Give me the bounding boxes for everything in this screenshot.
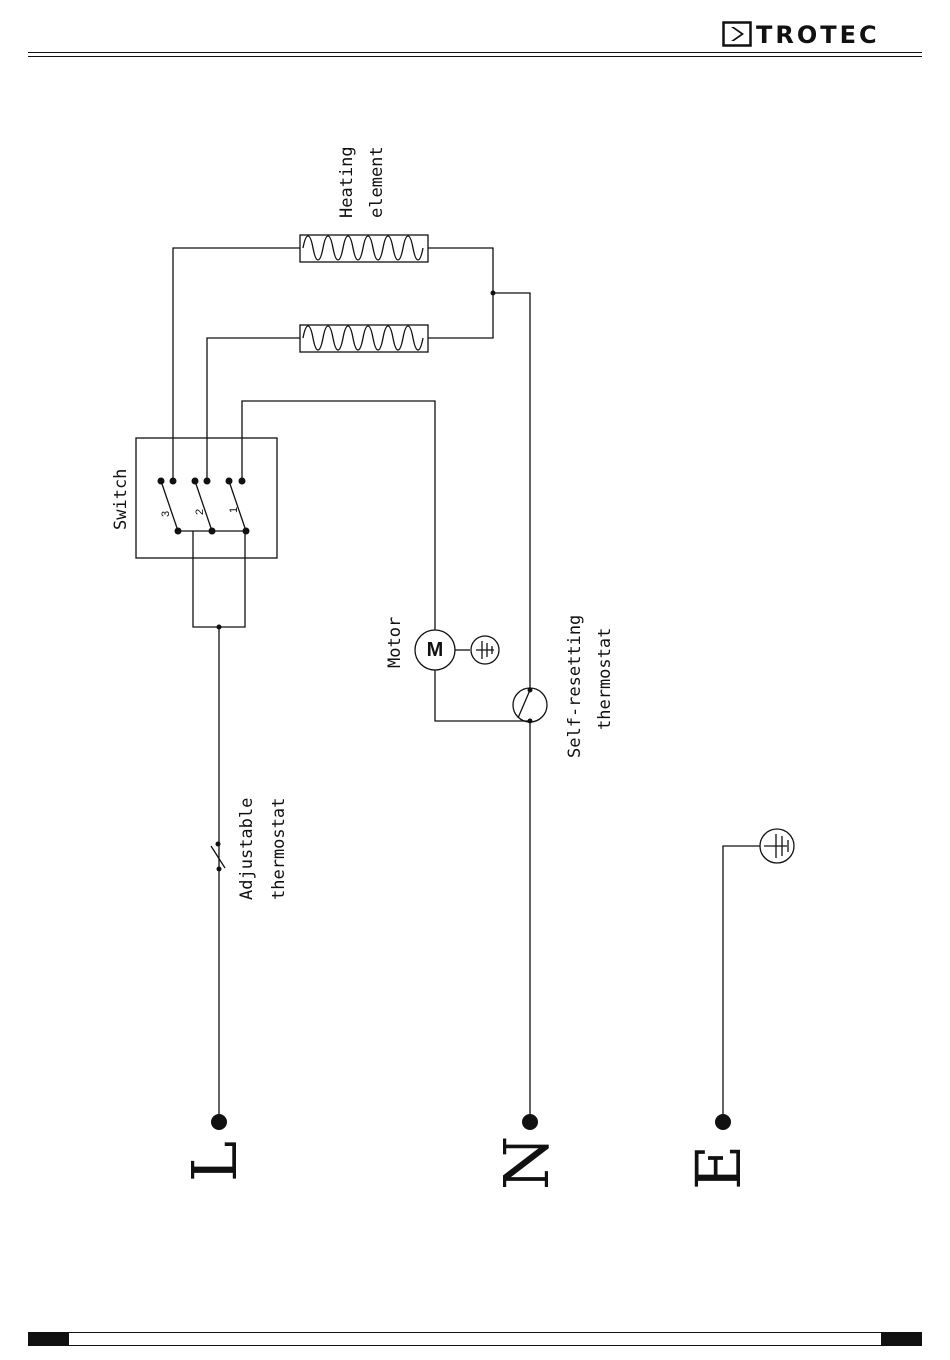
adjustable-label-line1: Adjustable bbox=[237, 798, 257, 900]
terminal-n: N bbox=[490, 1136, 563, 1190]
adjustable-label-line2: thermostat bbox=[269, 798, 289, 900]
footer-right-block bbox=[881, 1333, 921, 1345]
switch-label: Switch bbox=[111, 469, 131, 530]
switch-position-3: 3 bbox=[160, 511, 172, 517]
terminal-dot-l bbox=[211, 1114, 227, 1130]
heating-element-2 bbox=[300, 325, 428, 352]
switch-position-2: 2 bbox=[194, 509, 206, 515]
terminal-e: E bbox=[682, 1145, 755, 1190]
heating-coil-2 bbox=[303, 326, 423, 350]
terminal-dot-n bbox=[522, 1114, 538, 1130]
motor-symbol-text: M bbox=[427, 639, 444, 661]
footer-bar bbox=[28, 1332, 922, 1346]
self-resetting-label-line2: thermostat bbox=[595, 628, 615, 730]
heating-element-1 bbox=[300, 235, 428, 262]
heating-label-line2: element bbox=[367, 146, 387, 218]
heating-coil-1 bbox=[303, 236, 423, 260]
motor-label: Motor bbox=[385, 617, 405, 668]
footer-left-block bbox=[29, 1333, 69, 1345]
terminal-dot-e bbox=[715, 1114, 731, 1130]
switch-position-1: 1 bbox=[228, 507, 240, 513]
adjustable-thermostat-symbol bbox=[211, 846, 225, 868]
self-resetting-label-line1: Self-resetting bbox=[565, 615, 585, 758]
heating-label-line1: Heating bbox=[337, 146, 357, 218]
terminal-l: L bbox=[178, 1141, 251, 1182]
